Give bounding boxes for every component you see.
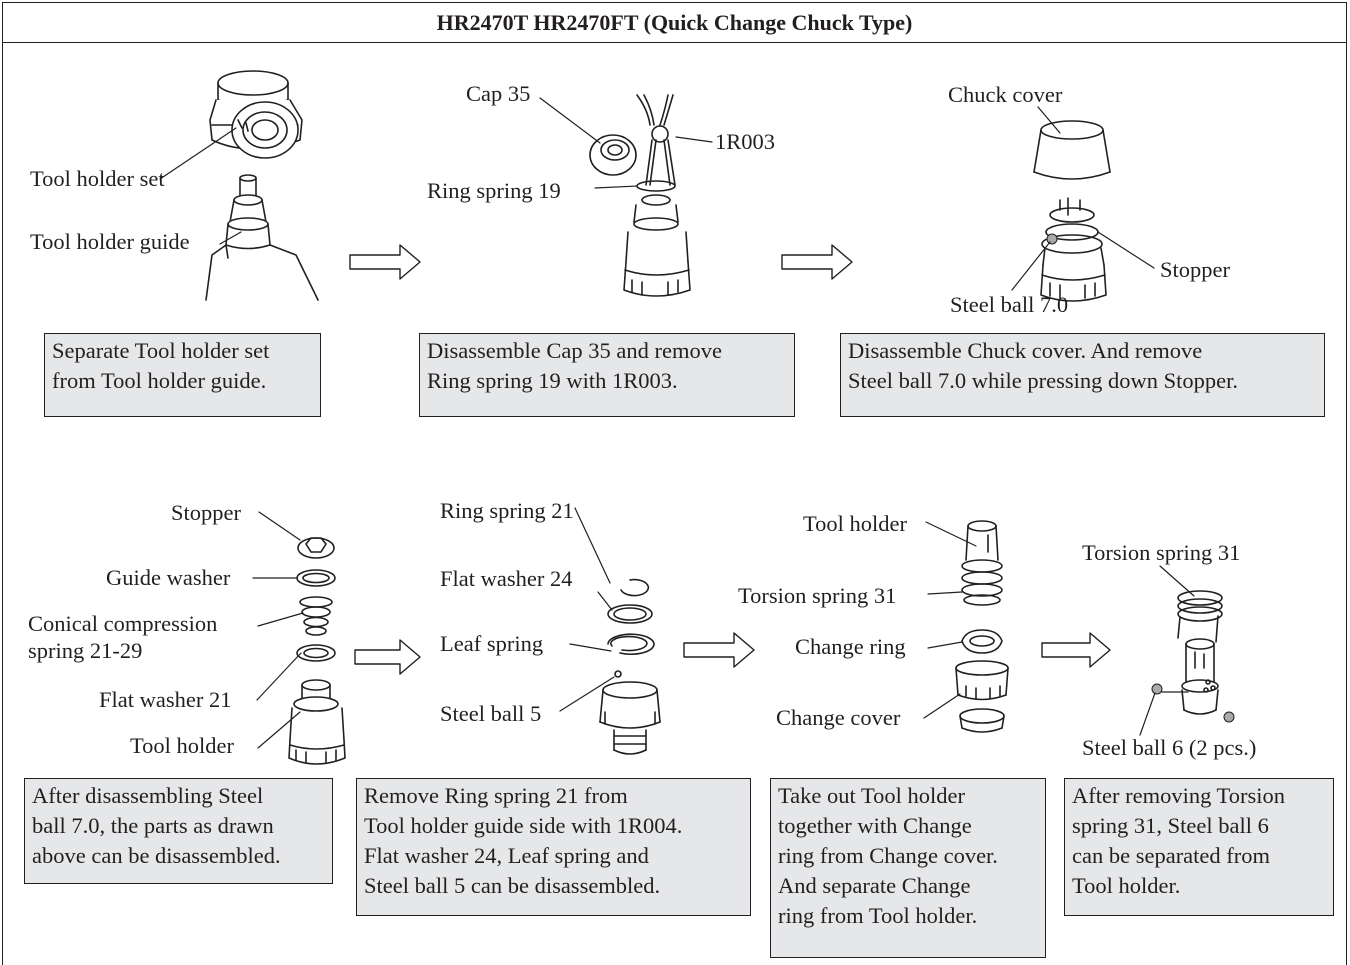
instruction-line: from Tool holder guide. (52, 368, 267, 393)
instruction-box-step3: Disassemble Chuck cover. And remove Stee… (840, 333, 1325, 417)
label-steel-ball-5: Steel ball 5 (440, 701, 542, 726)
label-stopper: Stopper (1160, 257, 1230, 282)
instruction-box-step1: Separate Tool holder set from Tool holde… (44, 333, 321, 417)
instruction-line: ring from Change cover. (778, 843, 998, 868)
instruction-line: Tool holder guide side with 1R004. (364, 813, 683, 838)
chuck-body-drawing (623, 194, 691, 297)
change-cover-drawing (955, 660, 1009, 733)
tool-holder-guide-drawing (599, 681, 661, 755)
instruction-line: After removing Torsion (1072, 783, 1285, 808)
tool-holder-guide-drawing (205, 174, 319, 301)
label-stopper: Stopper (171, 500, 241, 525)
instruction-line: Disassemble Cap 35 and remove (427, 338, 722, 363)
label-1r003: 1R003 (715, 129, 776, 154)
guide-washer-drawing (296, 569, 336, 587)
label-spring-21-29: spring 21-29 (28, 638, 143, 663)
instruction-line: above can be disassembled. (32, 843, 281, 868)
instruction-line: Steel ball 5 can be disassembled. (364, 873, 661, 898)
arrow-icon (683, 632, 755, 668)
change-ring-drawing (961, 629, 1003, 654)
instruction-box-step4: After disassembling Steel ball 7.0, the … (24, 778, 333, 884)
instruction-line: together with Change (778, 813, 972, 838)
label-torsion-spring-31: Torsion spring 31 (1082, 540, 1241, 565)
instruction-box-step7: After removing Torsion spring 31, Steel … (1064, 778, 1334, 916)
label-tool-holder-set: Tool holder set (30, 166, 165, 191)
label-flat-washer-21: Flat washer 21 (99, 687, 232, 712)
instruction-box-step6: Take out Tool holder together with Chang… (770, 778, 1046, 958)
tool-holder-drawing (961, 520, 1003, 606)
label-steel-ball-6: Steel ball 6 (2 pcs.) (1082, 735, 1257, 760)
instruction-line: spring 31, Steel ball 6 (1072, 813, 1269, 838)
arrow-icon (349, 244, 421, 280)
instruction-box-step5: Remove Ring spring 21 from Tool holder g… (356, 778, 751, 916)
instruction-box-step2: Disassemble Cap 35 and remove Ring sprin… (419, 333, 795, 417)
chuck-assembly-drawing (1040, 197, 1107, 302)
leaf-spring-drawing (607, 633, 655, 656)
label-ring-spring-21: Ring spring 21 (440, 498, 574, 523)
instruction-line: Tool holder. (1072, 873, 1181, 898)
label-flat-washer-24: Flat washer 24 (440, 566, 573, 591)
label-conical-compression: Conical compression (28, 611, 218, 636)
steel-ball-icon (1046, 233, 1058, 245)
instruction-line: Flat washer 24, Leaf spring and (364, 843, 649, 868)
stopper-drawing (297, 537, 335, 559)
flat-washer-21-drawing (296, 644, 336, 662)
instruction-line: can be separated from (1072, 843, 1271, 868)
chuck-cover-drawing (1033, 120, 1111, 180)
cap-35-drawing (589, 134, 637, 176)
instruction-line: Steel ball 7.0 while pressing down Stopp… (848, 368, 1238, 393)
tool-holder-drawing (288, 679, 346, 765)
tool-1r003-drawing (636, 94, 676, 186)
label-chuck-cover: Chuck cover (948, 82, 1063, 107)
ring-spring-19-drawing (636, 180, 676, 192)
instruction-line: And separate Change (778, 873, 971, 898)
steel-ball-icon (1223, 711, 1235, 723)
arrow-icon (781, 244, 853, 280)
label-tool-holder-guide: Tool holder guide (30, 229, 190, 254)
label-guide-washer: Guide washer (106, 565, 231, 590)
instruction-line: After disassembling Steel (32, 783, 264, 808)
arrow-icon (1041, 632, 1111, 668)
steel-ball-icon (614, 670, 622, 678)
label-torsion-spring-31: Torsion spring 31 (738, 583, 897, 608)
flat-washer-24-drawing (607, 604, 653, 624)
instruction-line: Remove Ring spring 21 from (364, 783, 628, 808)
conical-spring-drawing (299, 596, 333, 636)
label-ring-spring-19: Ring spring 19 (427, 178, 561, 203)
tool-holder-set-drawing (209, 70, 303, 159)
label-tool-holder: Tool holder (803, 511, 908, 536)
ring-spring-21-drawing (620, 578, 650, 597)
instruction-line: ring from Tool holder. (778, 903, 978, 928)
label-leaf-spring: Leaf spring (440, 631, 544, 656)
label-tool-holder: Tool holder (130, 733, 235, 758)
torsion-spring-31-drawing (1177, 590, 1223, 643)
instruction-line: Take out Tool holder (778, 783, 966, 808)
tool-holder-drawing (1181, 638, 1219, 715)
label-change-ring: Change ring (795, 634, 906, 659)
label-change-cover: Change cover (776, 705, 901, 730)
label-steel-ball-7: Steel ball 7.0 (950, 292, 1069, 317)
instruction-line: ball 7.0, the parts as drawn (32, 813, 274, 838)
instruction-line: Disassemble Chuck cover. And remove (848, 338, 1203, 363)
diagram-title: HR2470T HR2470FT (Quick Change Chuck Typ… (3, 3, 1346, 43)
instruction-line: Ring spring 19 with 1R003. (427, 368, 678, 393)
steel-ball-icon (1151, 683, 1163, 695)
label-cap-35: Cap 35 (466, 81, 531, 106)
arrow-icon (354, 639, 421, 675)
instruction-line: Separate Tool holder set (52, 338, 270, 363)
